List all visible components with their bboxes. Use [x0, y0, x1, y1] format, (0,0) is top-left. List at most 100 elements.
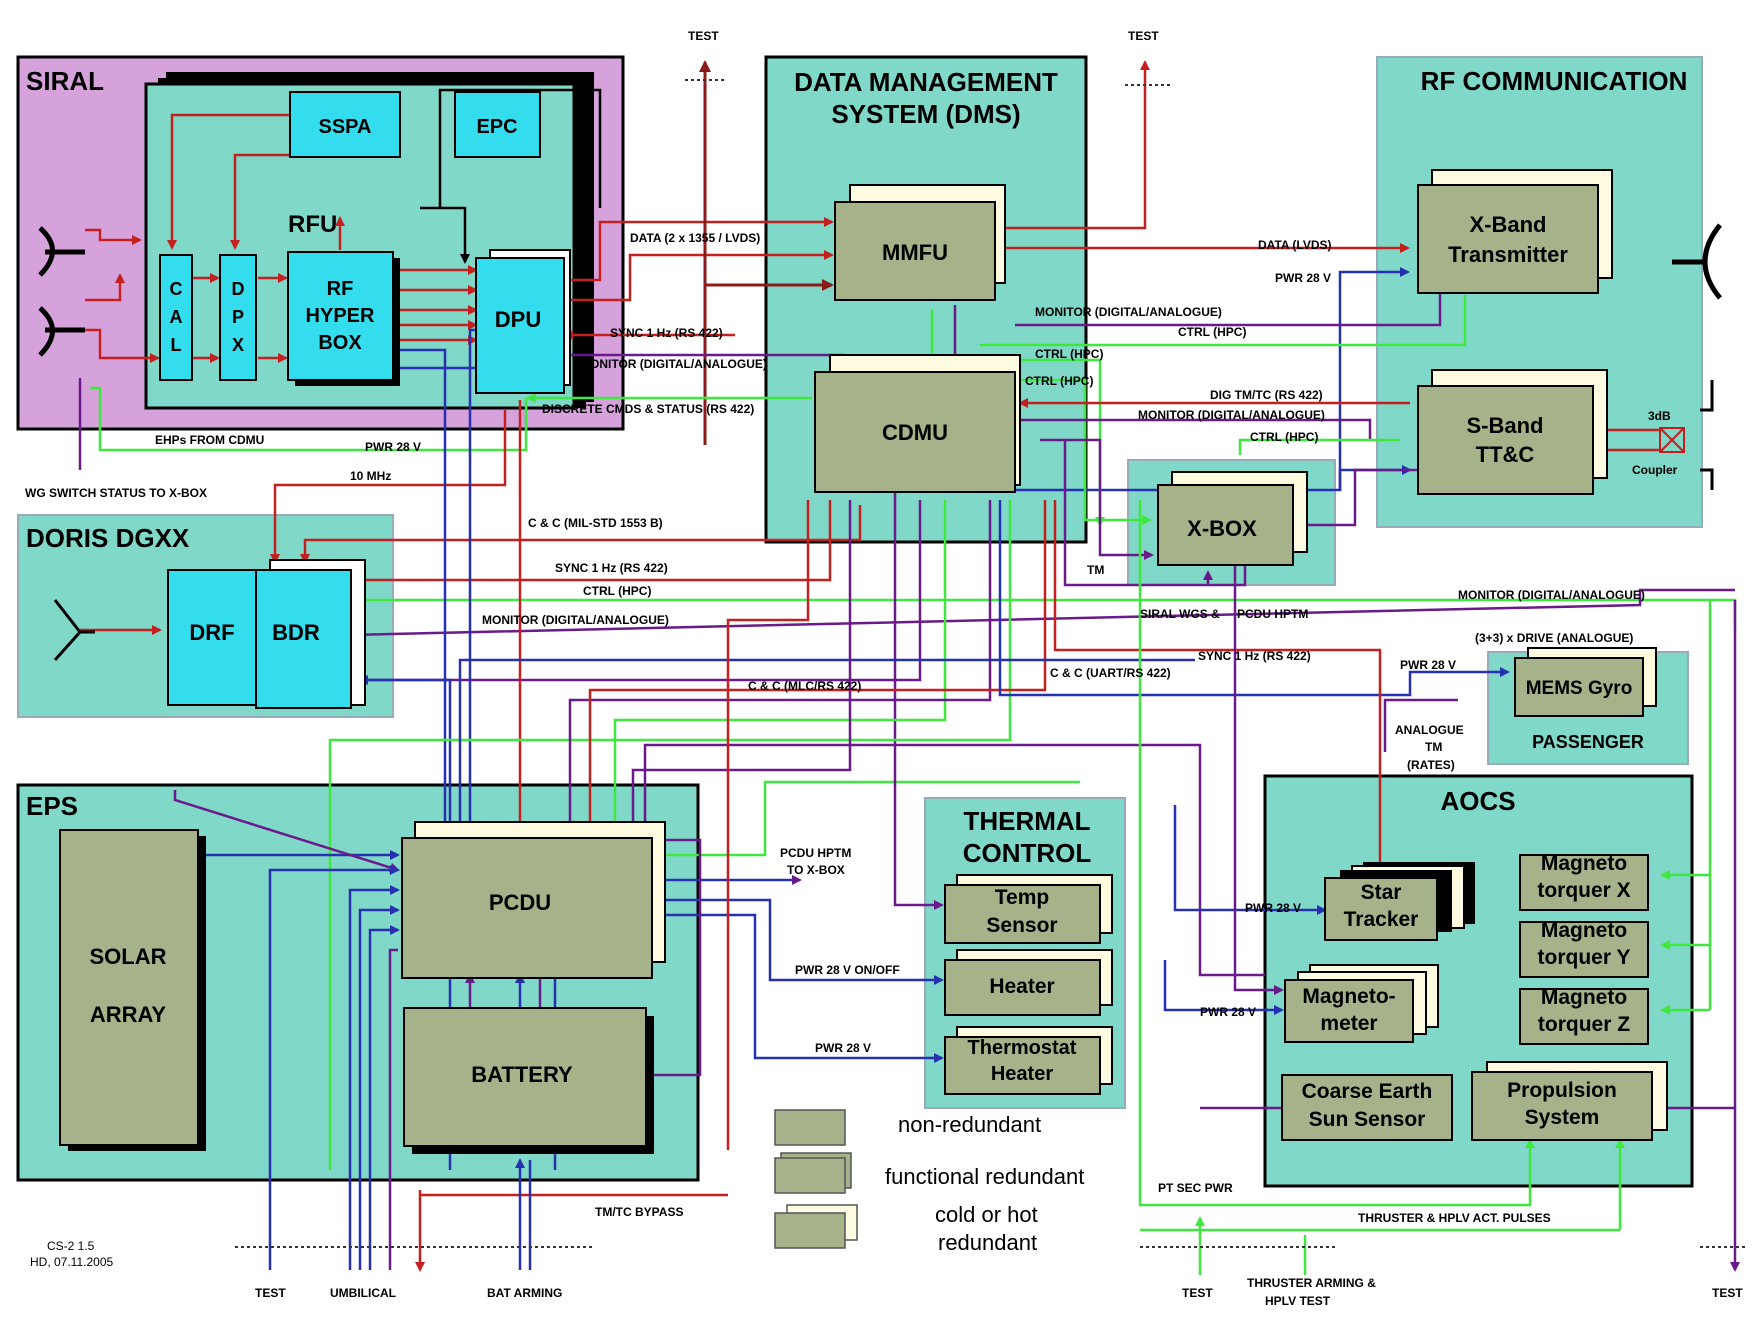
pwr-28v-f-label: PWR 28 V	[1200, 1005, 1256, 1019]
sync-1hz-a-label: SYNC 1 Hz (RS 422)	[610, 326, 723, 340]
mems-gyro-box: MEMS Gyro	[1514, 647, 1657, 717]
svg-text:torquer X: torquer X	[1537, 879, 1630, 902]
thermal-title-line2: CONTROL	[963, 838, 1092, 868]
temp-sensor-box: Temp Sensor	[944, 874, 1113, 944]
test-top-1-label: TEST	[688, 29, 719, 43]
dms-title-line2: SYSTEM (DMS)	[831, 99, 1020, 129]
pcdu-hptm-label: PCDU HPTM	[1237, 607, 1308, 621]
pt-sec-pwr-label: PT SEC PWR	[1158, 1181, 1233, 1195]
pwr-28v-c-label: PWR 28 V	[1400, 658, 1456, 672]
analogue-tm-label-3: (RATES)	[1407, 758, 1455, 772]
legend: non-redundant functional redundant cold …	[774, 1109, 1084, 1255]
doc-reference: CS-2 1.5 HD, 07.11.2005	[30, 1239, 113, 1269]
10-mhz-label: 10 MHz	[350, 469, 391, 483]
rf-comm-title: RF COMMUNICATION	[1421, 66, 1688, 96]
doc-ref-line1: CS-2 1.5	[47, 1239, 95, 1253]
coarse-earth-sun-sensor-box: Coarse Earth Sun Sensor	[1281, 1074, 1453, 1141]
svg-text:X-BOX: X-BOX	[1187, 516, 1257, 541]
magnetotorquer-y-box: Magneto torquer Y	[1519, 919, 1649, 978]
3db-label: 3dB	[1648, 409, 1671, 423]
s-band-ttc-box: S-Band TT&C	[1417, 369, 1608, 495]
svg-text:RF: RF	[327, 278, 354, 300]
monitor-dig-b-label: MONITOR (DIGITAL/ANALOGUE)	[482, 613, 669, 627]
pwr-onoff-label: PWR 28 V ON/OFF	[795, 963, 900, 977]
doris-title: DORIS DGXX	[26, 523, 190, 553]
legend-cold-hot-1: cold or hot	[935, 1202, 1038, 1227]
svg-text:BOX: BOX	[318, 332, 362, 354]
eps-title: EPS	[26, 791, 78, 821]
analogue-tm-label-2: TM	[1425, 740, 1442, 754]
svg-text:DRF: DRF	[189, 620, 234, 645]
ctrl-hpc-a-label: CTRL (HPC)	[583, 584, 651, 598]
monitor-dig-e-label: MONITOR (DIGITAL/ANALOGUE)	[1458, 588, 1645, 602]
legend-cold-hot-2: redundant	[938, 1230, 1037, 1255]
svg-text:SOLAR: SOLAR	[90, 944, 167, 969]
x-band-transmitter-box: X-Band Transmitter	[1417, 169, 1613, 294]
svg-text:MMFU: MMFU	[882, 240, 948, 265]
svg-text:Sun Sensor: Sun Sensor	[1309, 1108, 1426, 1131]
test-bottom-1-label: TEST	[255, 1286, 286, 1300]
magnetotorquer-x-box: Magneto torquer X	[1519, 852, 1649, 911]
thruster-arming-label-1: THRUSTER ARMING &	[1247, 1276, 1376, 1290]
svg-text:torquer Y: torquer Y	[1538, 946, 1631, 969]
svg-text:Transmitter: Transmitter	[1448, 242, 1568, 267]
ctrl-hpc-d-label: CTRL (HPC)	[1025, 374, 1093, 388]
svg-text:PCDU: PCDU	[489, 890, 551, 915]
svg-text:A: A	[170, 307, 183, 327]
umbilical-label: UMBILICAL	[330, 1286, 396, 1300]
tm-label: TM	[1087, 563, 1104, 577]
svg-text:Tracker: Tracker	[1344, 908, 1419, 931]
data-2x-label: DATA (2 x 1355 / LVDS)	[630, 231, 760, 245]
c-c-mlc-label: C & C (MLC/RS 422)	[748, 679, 861, 693]
svg-text:MEMS Gyro: MEMS Gyro	[1526, 678, 1633, 699]
discrete-cmds-label: DISCRETE CMDS & STATUS (RS 422)	[542, 402, 754, 416]
cdmu-box: CDMU	[814, 354, 1021, 493]
dpx-box: D P X	[219, 254, 257, 381]
ctrl-hpc-e-label: CTRL (HPC)	[1250, 430, 1318, 444]
dms-title-line1: DATA MANAGEMENT	[794, 67, 1058, 97]
ehps-from-cdmu-label: EHPs FROM CDMU	[155, 433, 264, 447]
dpu-box: DPU	[475, 249, 571, 394]
siral-wgs-label: SIRAL WGS &	[1140, 607, 1220, 621]
monitor-dig-c-label: MONITOR (DIGITAL/ANALOGUE)	[1035, 305, 1222, 319]
svg-text:Heater: Heater	[989, 975, 1054, 998]
svg-text:ARRAY: ARRAY	[90, 1002, 167, 1027]
pwr-28v-e-label: PWR 28 V	[1245, 901, 1301, 915]
svg-text:DPU: DPU	[495, 307, 541, 332]
ctrl-hpc-c-label: CTRL (HPC)	[1035, 347, 1103, 361]
svg-text:P: P	[232, 307, 244, 327]
bdr-box: BDR	[255, 559, 366, 709]
drive-analogue-label: (3+3) x DRIVE (ANALOGUE)	[1475, 631, 1633, 645]
svg-text:X: X	[232, 335, 244, 355]
legend-swatch-functional-redundant	[774, 1157, 846, 1194]
sync-1hz-c-label: SYNC 1 Hz (RS 422)	[1198, 649, 1311, 663]
legend-functional-redundant: functional redundant	[885, 1164, 1084, 1189]
wg-switch-label: WG SWITCH STATUS TO X-BOX	[25, 486, 207, 500]
svg-text:Propulsion: Propulsion	[1507, 1079, 1617, 1102]
ctrl-hpc-b-label: CTRL (HPC)	[1178, 325, 1246, 339]
svg-text:Temp: Temp	[995, 886, 1049, 909]
svg-text:meter: meter	[1320, 1012, 1377, 1035]
pwr-28v-b-label: PWR 28 V	[1275, 271, 1331, 285]
cal-box: C A L	[159, 254, 193, 381]
heater-box: Heater	[944, 949, 1113, 1016]
test-top-2-label: TEST	[1128, 29, 1159, 43]
svg-text:SSPA: SSPA	[319, 116, 372, 138]
x-box: X-BOX	[1157, 471, 1308, 566]
svg-text:Magneto-: Magneto-	[1302, 985, 1395, 1008]
siral-antenna-icons	[38, 226, 85, 357]
propulsion-system-box: Propulsion System	[1471, 1061, 1668, 1141]
legend-swatch-non-redundant	[774, 1109, 846, 1146]
test-bottom-3-label: TEST	[1712, 1286, 1743, 1300]
mmfu-box: MMFU	[834, 184, 1006, 301]
thermostat-heater-box: Thermostat Heater	[944, 1026, 1113, 1095]
svg-text:C: C	[170, 279, 183, 299]
bat-arming-label: BAT ARMING	[487, 1286, 562, 1300]
xband-antenna-icon	[1672, 223, 1722, 300]
thermal-title-line1: THERMAL	[963, 806, 1090, 836]
analogue-tm-label-1: ANALOGUE	[1395, 723, 1464, 737]
solar-array-box: SOLAR ARRAY	[59, 829, 206, 1151]
svg-text:Magneto: Magneto	[1541, 919, 1627, 942]
legend-swatch-cold-hot	[774, 1212, 846, 1249]
